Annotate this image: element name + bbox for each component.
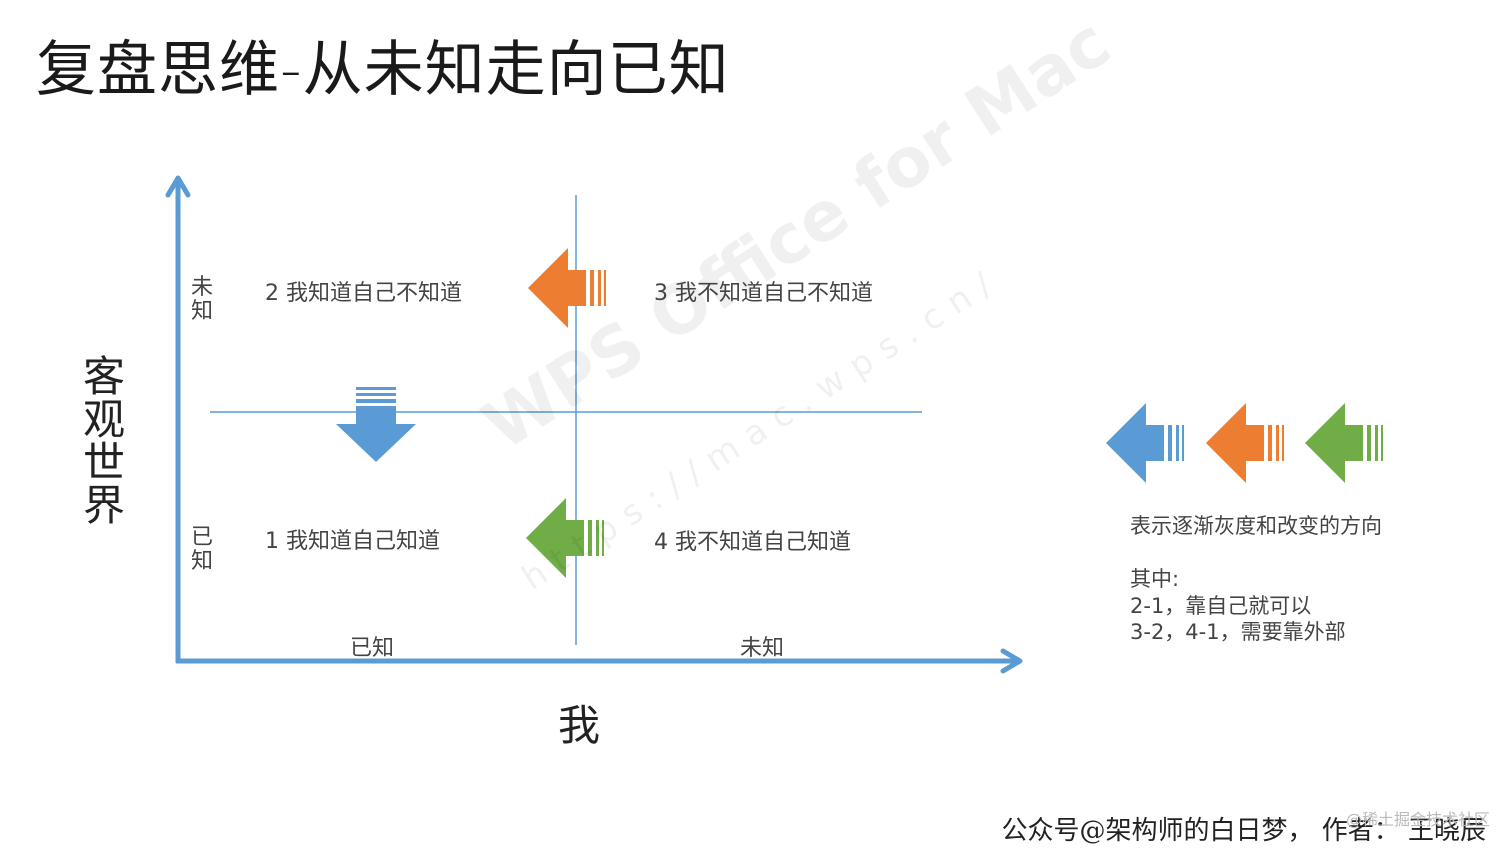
blue-arrow-down-icon <box>336 387 416 462</box>
quadrant-4-label: 4 我不知道自己知道 <box>654 530 851 555</box>
legend-note-heading: 其中: <box>1130 567 1180 591</box>
x-axis-arrowhead <box>1000 648 1023 674</box>
x-label-unknown: 未知 <box>740 636 785 661</box>
y-label-known: 已知 <box>190 525 213 574</box>
slide-title: 复盘思维-从未知走向已知 <box>36 35 730 105</box>
legend-description: 表示逐渐灰度和改变的方向 <box>1130 514 1382 538</box>
quadrant-1-label: 1 我知道自己知道 <box>265 529 440 554</box>
y-axis-title: 客观世界 <box>82 352 125 530</box>
y-axis-arrowhead <box>165 175 191 198</box>
corner-watermark: @稀土掘金技术社区 <box>1345 810 1490 829</box>
legend-note-line-2: 3-2，4-1，需要靠外部 <box>1130 620 1346 644</box>
quadrant-2-label: 2 我知道自己不知道 <box>265 281 462 306</box>
legend-orange-arrow-icon <box>1206 403 1284 483</box>
y-label-unknown: 未知 <box>190 275 213 324</box>
x-label-known: 已知 <box>350 636 395 661</box>
legend-note-line-1: 2-1，靠自己就可以 <box>1130 594 1312 618</box>
legend-green-arrow-icon <box>1305 403 1383 483</box>
x-axis-title: 我 <box>558 701 601 750</box>
orange-arrow-left-icon <box>528 248 606 328</box>
footer-credit: 公众号@架构师的白日梦， 作者： 王晓辰 <box>1001 816 1486 846</box>
quadrant-3-label: 3 我不知道自己不知道 <box>654 281 873 306</box>
legend-blue-arrow-icon <box>1106 403 1184 483</box>
